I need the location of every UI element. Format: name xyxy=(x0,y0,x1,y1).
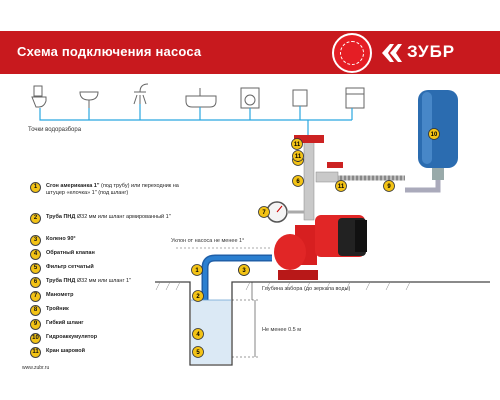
callout-marker: 4 xyxy=(192,328,204,340)
callout-marker: 10 xyxy=(428,128,440,140)
svg-text:5: 5 xyxy=(196,350,200,356)
shower-icon xyxy=(133,83,149,105)
min-depth-note: Не менее 0.5 м xyxy=(262,327,302,333)
svg-text:11: 11 xyxy=(295,154,302,160)
svg-text:4: 4 xyxy=(196,332,200,338)
tap-points-label: Точки водоразбора xyxy=(28,127,82,133)
pump-icon xyxy=(274,215,367,280)
footer-url: www.zubr.ru xyxy=(22,365,50,371)
callout-marker: 11 xyxy=(292,150,304,162)
quality-badge-icon xyxy=(332,33,372,73)
svg-text:11: 11 xyxy=(294,142,301,148)
svg-text:2: 2 xyxy=(196,294,200,300)
callout-marker: 3 xyxy=(238,264,250,276)
svg-text:1: 1 xyxy=(195,268,199,274)
callout-marker: 6 xyxy=(292,175,304,187)
zubr-logo-icon xyxy=(382,44,402,62)
header-bar xyxy=(0,31,500,74)
svg-text:9: 9 xyxy=(387,184,391,190)
callout-marker: 1 xyxy=(191,264,203,276)
callout-marker: 7 xyxy=(258,206,270,218)
svg-text:10: 10 xyxy=(431,132,438,138)
depth-note: Глубина забора (до зеркала воды) xyxy=(262,286,351,292)
svg-text:3: 3 xyxy=(242,268,246,274)
callout-marker: 11 xyxy=(335,180,347,192)
sink-icon xyxy=(79,91,99,108)
callout-marker: 9 xyxy=(383,180,395,192)
svg-text:6: 6 xyxy=(296,179,300,185)
dishwasher-icon xyxy=(345,87,365,109)
svg-text:11: 11 xyxy=(338,184,345,190)
water-heater-icon xyxy=(292,89,308,107)
callout-marker: 2 xyxy=(192,290,204,302)
tank-icon xyxy=(405,90,458,193)
slope-note: Уклон от насоса не менее 1° xyxy=(171,238,245,244)
washing-machine-icon xyxy=(240,87,260,109)
svg-text:7: 7 xyxy=(262,210,266,216)
bathtub-icon xyxy=(185,88,217,108)
callout-marker: 11 xyxy=(291,138,303,150)
callout-marker: 5 xyxy=(192,346,204,358)
toilet-icon xyxy=(31,85,47,108)
page-title: Схема подключения насоса xyxy=(17,44,202,59)
brand-name: ЗУБР xyxy=(407,42,456,61)
